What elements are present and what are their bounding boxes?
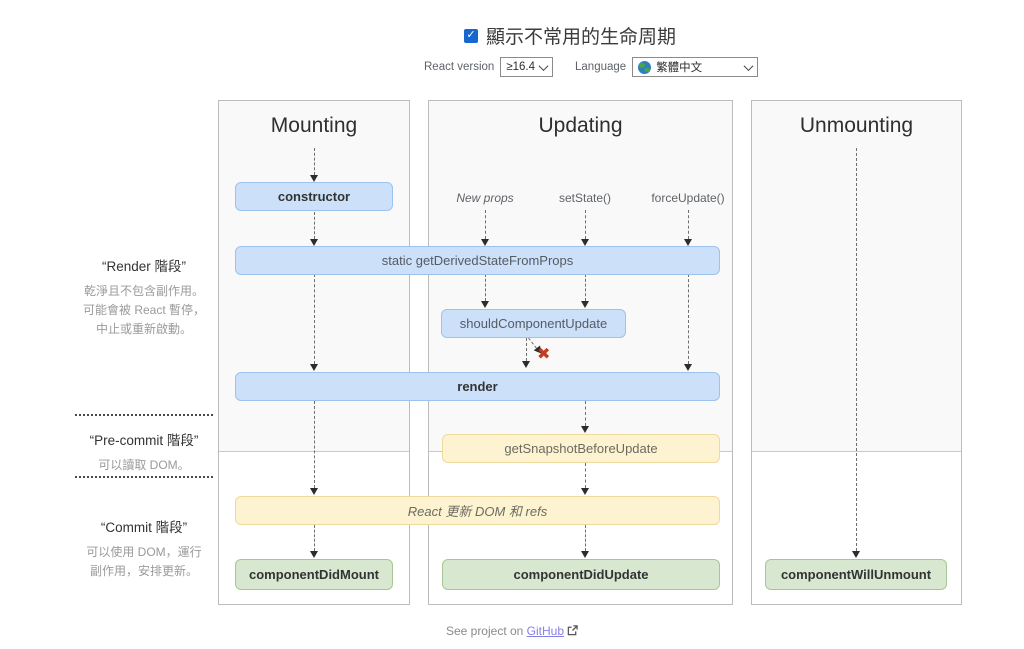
flow-line: [313, 525, 315, 551]
flow-arrowhead: [309, 488, 318, 495]
flow-arrowhead: [580, 301, 589, 308]
flow-line: [584, 401, 586, 426]
componentdidmount-box[interactable]: componentDidMount: [235, 559, 393, 590]
constructor-box[interactable]: constructor: [235, 182, 393, 211]
pre-commit-phase-label: “Pre-commit 階段” 可以讀取 DOM。: [73, 429, 215, 475]
unmounting-column-title: Unmounting: [799, 114, 914, 137]
external-link-icon: [567, 625, 578, 636]
react-version-label: React version: [424, 61, 495, 73]
render-phase-desc: 乾淨且不包含副作用。 可能會被 React 暫停， 中止或重新啟動。: [82, 284, 206, 336]
flow-line: [313, 274, 315, 364]
flow-arrowhead: [580, 239, 589, 246]
commit-phase-desc: 可以使用 DOM，運行 副作用，安排更新。: [86, 545, 202, 578]
flow-line: [855, 148, 857, 551]
shouldcomponentupdate-box[interactable]: shouldComponentUpdate: [441, 309, 626, 338]
commit-phase-title: “Commit 階段”: [100, 520, 188, 535]
mounting-column-title: Mounting: [270, 114, 358, 137]
getderivedstatefromprops-box[interactable]: static getDerivedStateFromProps: [235, 246, 720, 275]
new-props-label: New props: [456, 191, 514, 205]
flow-line: [584, 525, 586, 551]
flow-arrowhead: [580, 426, 589, 433]
flow-arrowhead: [683, 239, 692, 246]
flow-line: [484, 210, 486, 239]
flow-line: [584, 210, 586, 239]
flow-arrowhead: [851, 551, 860, 558]
footer: See project on GitHub: [0, 624, 1024, 638]
footer-text: See project on: [445, 624, 527, 638]
phase-separator: [75, 476, 213, 478]
show-less-common-checkbox[interactable]: ✓: [464, 28, 478, 43]
getsnapshotbeforeupdate-box[interactable]: getSnapshotBeforeUpdate: [442, 434, 720, 463]
github-link[interactable]: GitHub: [526, 624, 565, 638]
flow-line: [687, 274, 689, 364]
pre-commit-phase-desc: 可以讀取 DOM。: [98, 458, 190, 472]
language-label: Language: [575, 61, 627, 73]
controls-row: React version ≥16.4 Language 繁體中文: [424, 57, 759, 77]
react-version-value: ≥16.4: [506, 61, 536, 73]
phase-separator: [75, 414, 213, 416]
flow-line: [313, 212, 315, 239]
render-box[interactable]: render: [235, 372, 720, 401]
flow-arrowhead: [580, 551, 589, 558]
commit-phase-label: “Commit 階段” 可以使用 DOM，運行 副作用，安排更新。: [73, 516, 215, 581]
unmounting-column: Unmounting: [751, 100, 962, 605]
render-phase-title: “Render 階段”: [101, 259, 187, 274]
flow-arrowhead: [580, 488, 589, 495]
flow-arrowhead: [309, 364, 318, 371]
header-toggle-row: ✓ 顯示不常用的生命周期: [464, 22, 676, 49]
render-phase-shade: [752, 101, 961, 452]
react-updates-dom-box: React 更新 DOM 和 refs: [235, 496, 720, 525]
language-value: 繁體中文: [656, 62, 703, 74]
updating-column-title: Updating: [538, 114, 623, 137]
flow-arrowhead: [309, 551, 318, 558]
globe-icon: [638, 60, 652, 74]
flow-arrowhead: [309, 175, 318, 182]
componentdidupdate-box[interactable]: componentDidUpdate: [442, 559, 720, 590]
chevron-down-icon: [538, 60, 549, 71]
flow-arrowhead: [480, 239, 489, 246]
flow-arrowhead: [309, 239, 318, 246]
flow-line: [313, 401, 315, 488]
pre-commit-phase-title: “Pre-commit 階段”: [89, 433, 199, 448]
forceupdate-label: forceUpdate(): [651, 191, 725, 205]
flow-arrowhead: [521, 361, 530, 368]
render-phase-label: “Render 階段” 乾淨且不包含副作用。 可能會被 React 暫停， 中止…: [73, 255, 215, 339]
setstate-label: setState(): [558, 191, 612, 205]
react-version-select[interactable]: ≥16.4: [500, 57, 554, 77]
abort-x-icon: ✖: [537, 346, 551, 363]
chevron-down-icon: [743, 60, 754, 71]
checkbox-check-icon: ✓: [466, 29, 476, 41]
flow-line: [313, 148, 315, 175]
flow-line: [525, 338, 527, 361]
flow-line: [584, 463, 586, 488]
flow-line: [687, 210, 689, 239]
show-less-common-label[interactable]: 顯示不常用的生命周期: [486, 27, 677, 48]
language-select[interactable]: 繁體中文: [632, 57, 759, 77]
flow-line: [584, 274, 586, 301]
flow-arrowhead: [683, 364, 692, 371]
componentwillunmount-box[interactable]: componentWillUnmount: [765, 559, 947, 590]
flow-line: [484, 274, 486, 301]
flow-arrowhead: [480, 301, 489, 308]
